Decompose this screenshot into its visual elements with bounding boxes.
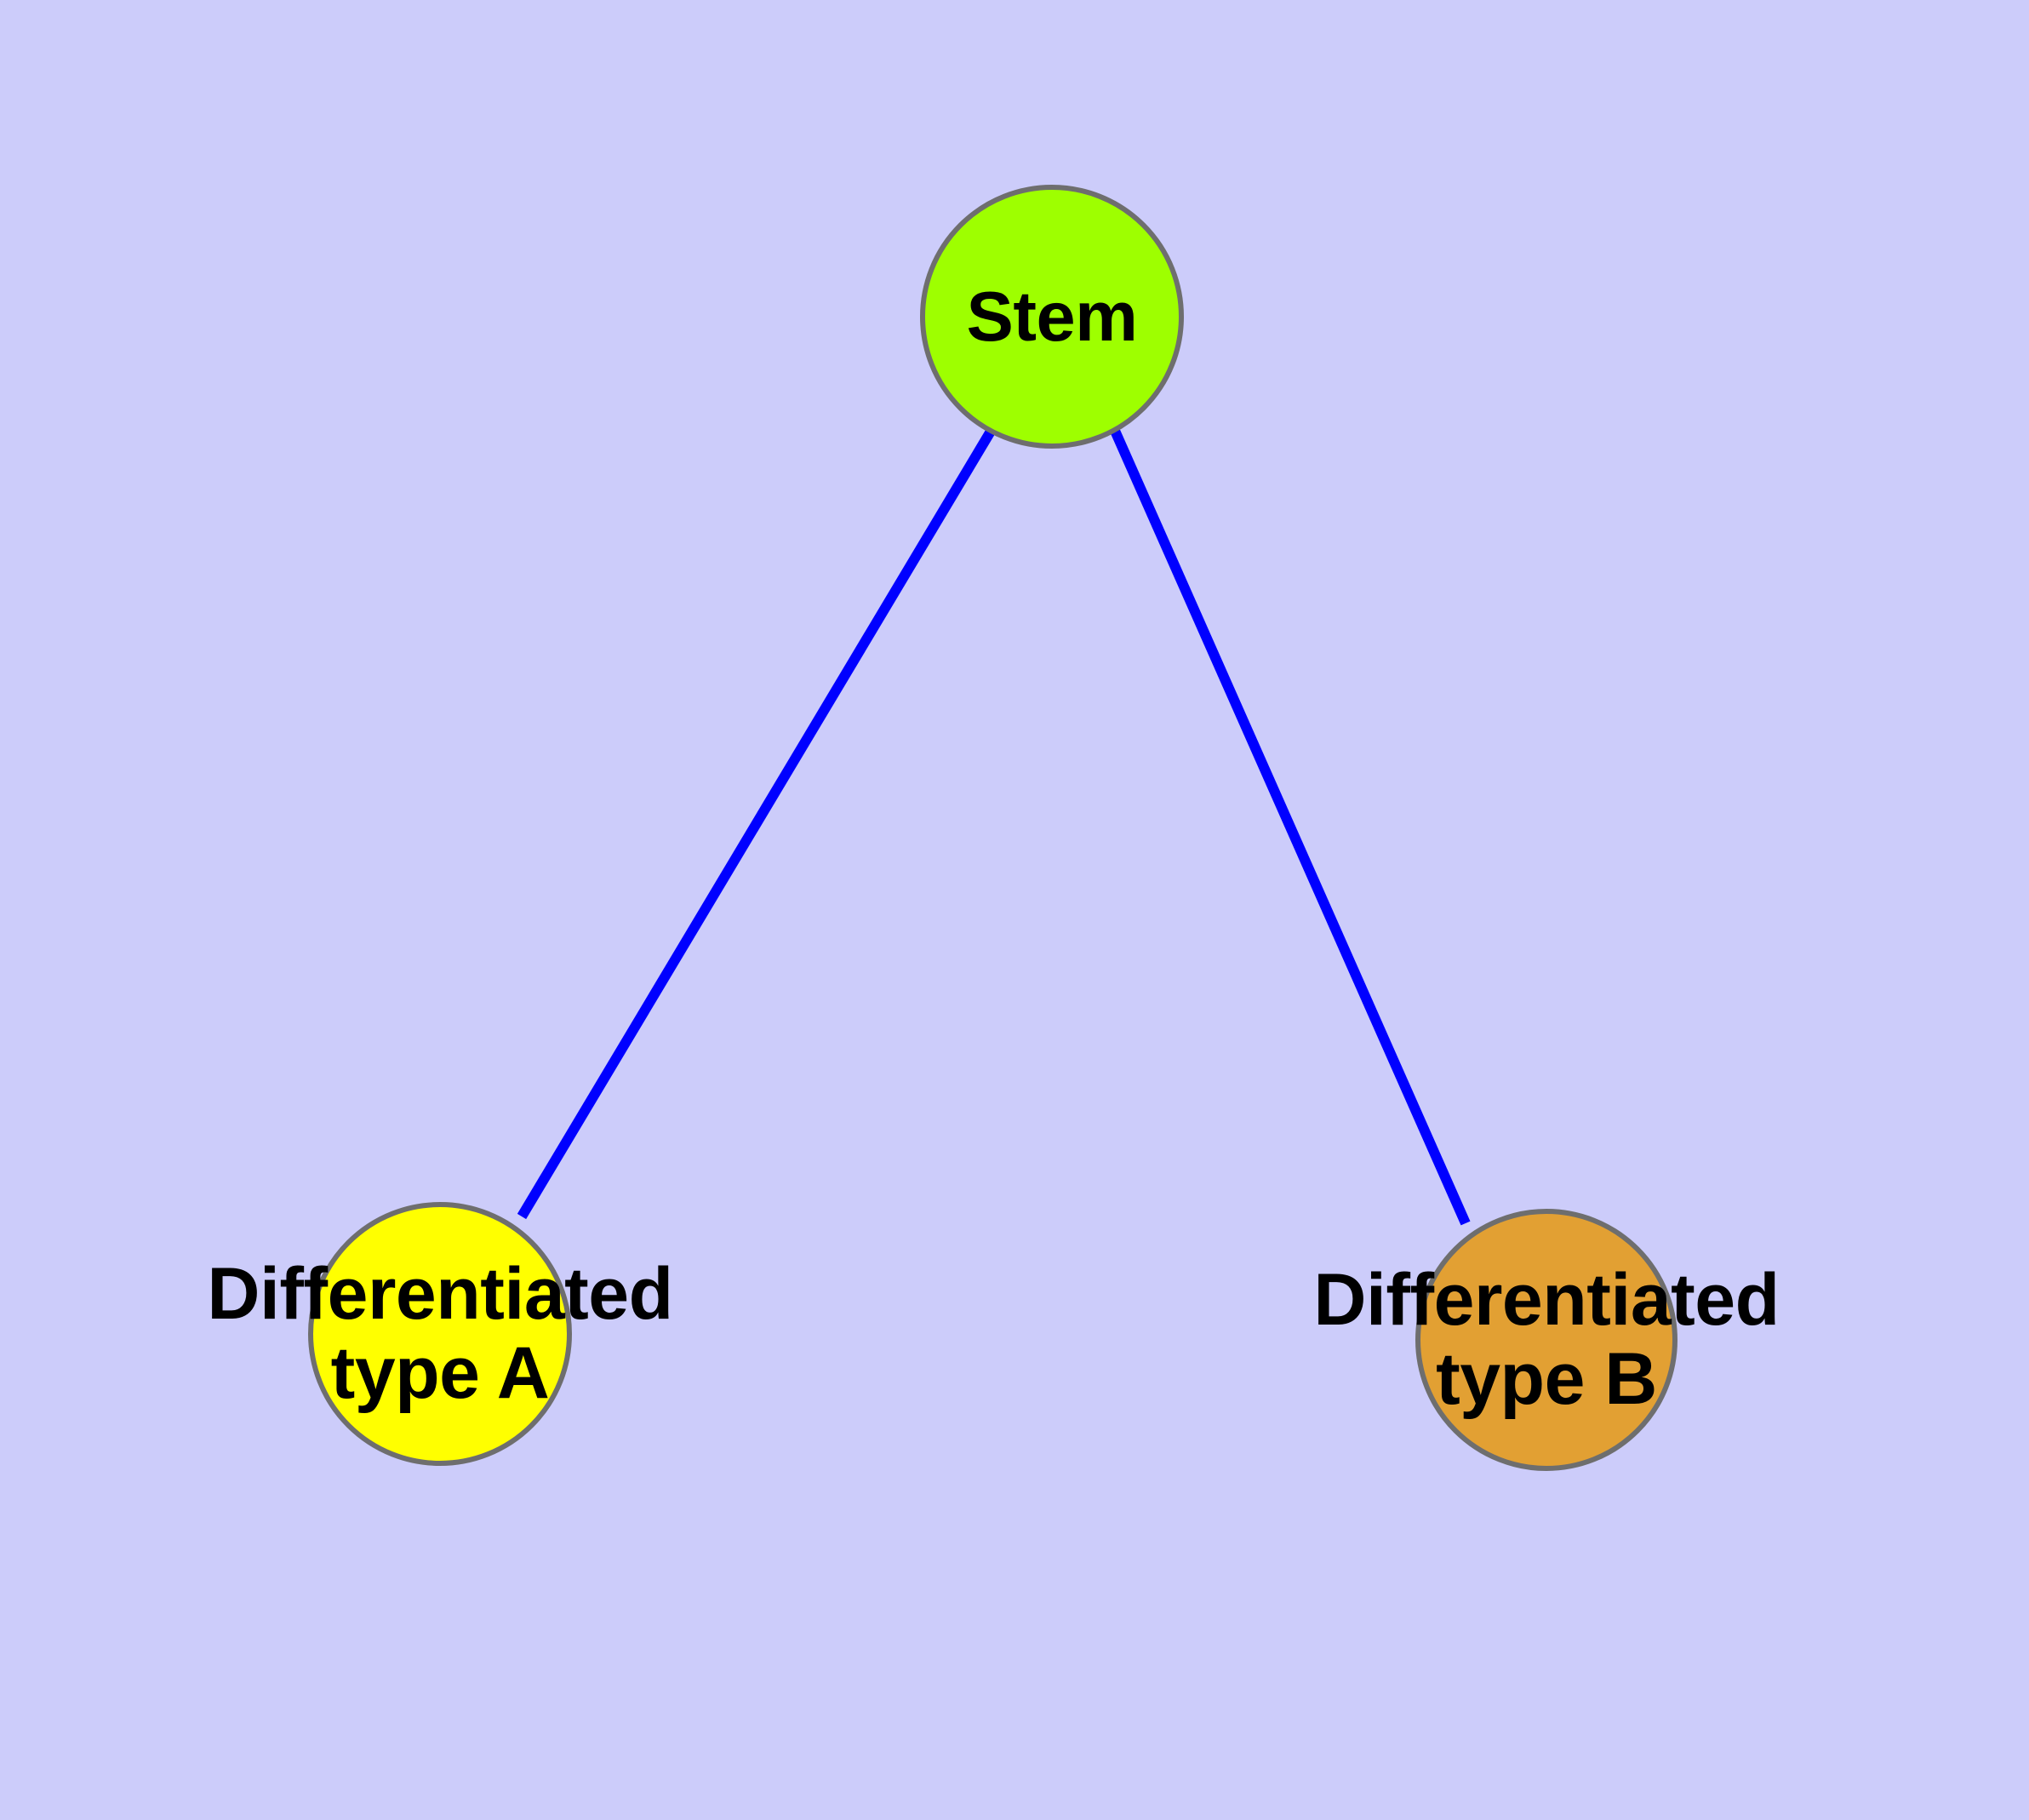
edge-stem-to-differentiated-type-a	[517, 426, 997, 1220]
nodes-group	[308, 185, 1677, 1471]
node-differentiated-type-a[interactable]	[308, 1202, 572, 1466]
node-stem[interactable]	[920, 185, 1184, 449]
node-differentiated-type-b[interactable]	[1415, 1209, 1677, 1471]
edges-group	[517, 426, 1471, 1226]
edge-stem-to-differentiated-type-b	[1110, 428, 1471, 1226]
